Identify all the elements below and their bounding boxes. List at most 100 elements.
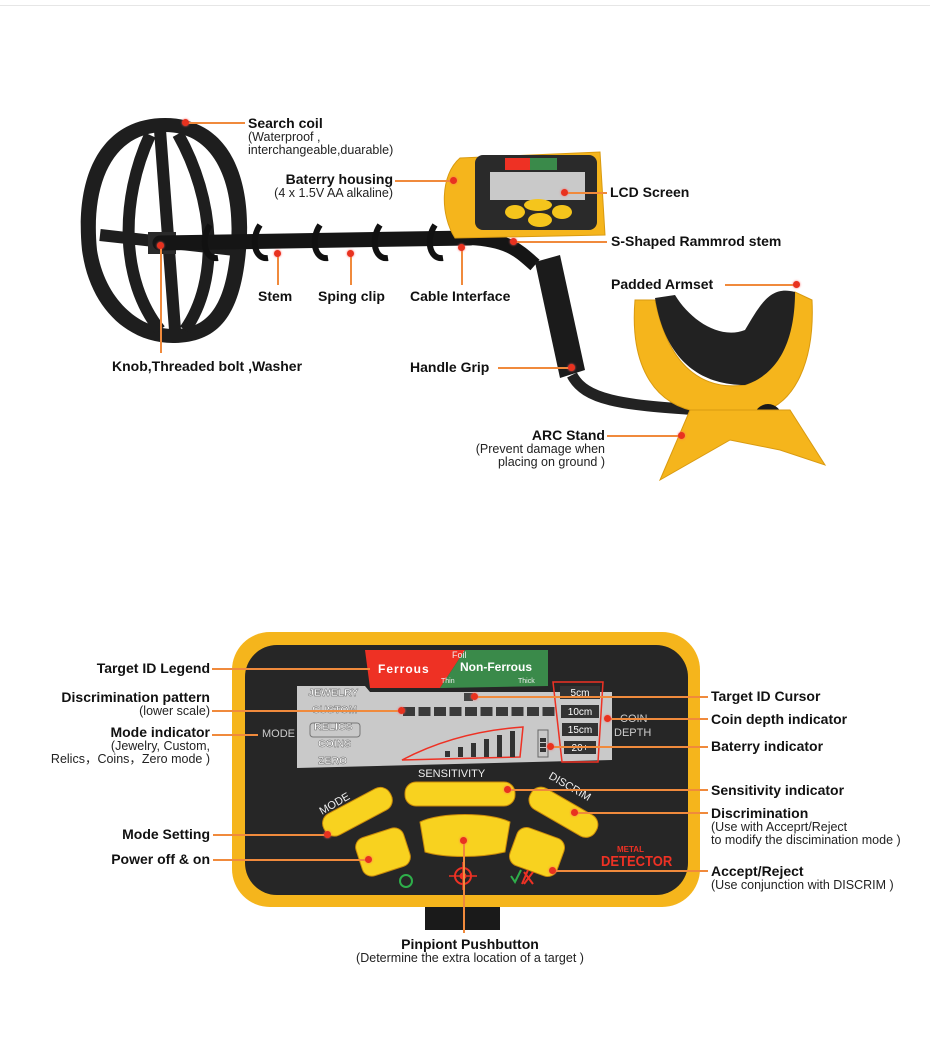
label-discrimination-pattern: Discrimination pattern (lower scale) (61, 690, 210, 718)
mode-jewelry: JEWELRY (308, 687, 358, 699)
label-title: Pinpiont Pushbutton (401, 936, 539, 952)
label-arc-stand: ARC Stand (Prevent damage when placing o… (476, 428, 605, 469)
leader-line (395, 180, 452, 182)
callout-dot (274, 250, 281, 257)
label-note: (lower scale) (139, 704, 210, 718)
callout-dot (504, 786, 511, 793)
leader-line (514, 241, 607, 243)
panel-face (245, 645, 688, 895)
callout-dot (157, 242, 164, 249)
scale-segment (449, 707, 462, 716)
depth-15cm: 15cm (568, 725, 592, 736)
leader-line (575, 812, 708, 814)
mode-indicator-label: MODE (262, 728, 295, 740)
label-title: Discrimination (711, 805, 809, 821)
label-battery-housing: Baterry housing (4 x 1.5V AA alkaline) (274, 172, 393, 200)
legend-foil: Foil (452, 650, 467, 660)
lcd-screen: JEWELRY CUSTOM RELICS COINS ZERO 5cm 10c… (262, 681, 651, 768)
leader-line (212, 710, 400, 712)
callout-dot (568, 364, 575, 371)
leader-line (508, 789, 708, 791)
label-target-id-legend: Target ID Legend (97, 661, 210, 676)
label-title: Accept/Reject (711, 863, 804, 879)
pinpoint-button[interactable] (419, 814, 511, 857)
scale-segment (511, 707, 524, 716)
label-note: placing on ground ) (497, 455, 605, 469)
sensitivity-button[interactable] (404, 781, 516, 807)
label-title: Padded Armset (611, 276, 714, 292)
brand-metal: METAL (617, 845, 644, 854)
label-title: Mode Setting (122, 826, 210, 842)
label-title: Baterry indicator (711, 738, 824, 754)
label-stem: Stem (258, 289, 292, 304)
scale-segment (465, 707, 477, 716)
leader-line (212, 668, 370, 670)
mode-coins: COINS (318, 738, 351, 750)
leader-line (212, 734, 258, 736)
discrimination-scale (403, 707, 555, 716)
label-discrimination: Discrimination (Use with Acceprt/Reject … (711, 806, 901, 847)
metal-detector-illustration (80, 118, 827, 482)
label-title: Handle Grip (410, 359, 490, 375)
mode-zero: ZERO (318, 755, 347, 767)
callout-dot (450, 177, 457, 184)
label-pinpoint: Pinpiont Pushbutton (Determine the extra… (320, 937, 620, 965)
callout-dot (571, 809, 578, 816)
sensitivity-label: SENSITIVITY (418, 768, 486, 780)
label-title: Mode indicator (110, 724, 210, 740)
label-mode-indicator: Mode indicator (Jewelry, Custom, Relics，… (51, 725, 210, 766)
leader-line (551, 746, 708, 748)
depth-label: DEPTH (614, 727, 651, 739)
leader-line (461, 247, 463, 285)
leader-line (185, 122, 245, 124)
label-note: (Jewelry, Custom, (110, 739, 210, 753)
callout-dot (561, 189, 568, 196)
stem-shaft (152, 223, 540, 271)
label-rammrod-stem: S-Shaped Rammrod stem (611, 234, 781, 249)
label-mode-setting: Mode Setting (122, 827, 210, 842)
power-button[interactable] (353, 825, 413, 878)
label-note: to modify the discimination mode ) (711, 833, 901, 847)
label-target-id-cursor: Target ID Cursor (711, 689, 820, 704)
depth-20plus: 20+ (572, 743, 589, 754)
leader-line (565, 192, 607, 194)
label-knob: Knob,Threaded bolt ,Washer (112, 359, 302, 374)
label-sensitivity-indicator: Sensitivity indicator (711, 783, 844, 798)
leader-line (213, 859, 367, 861)
target-id-legend: Ferrous Foil Non-Ferrous Thin Thick (365, 650, 548, 688)
divider (0, 5, 930, 6)
callout-dot (347, 250, 354, 257)
label-title: Discrimination pattern (61, 689, 210, 705)
callout-dot (324, 831, 331, 838)
scale-segment (480, 707, 493, 716)
label-note: (Use conjunction with DISCRIM ) (711, 878, 894, 892)
callout-dot (458, 244, 465, 251)
label-note: (Waterproof , (248, 130, 321, 144)
leader-line (350, 253, 352, 285)
legend-ferrous: Ferrous (378, 662, 430, 676)
label-padded-armset: Padded Armset (611, 277, 713, 292)
leader-line (607, 435, 680, 437)
label-note: Relics，Coins，Zero mode ) (50, 752, 210, 766)
label-battery-indicator: Baterry indicator (711, 739, 823, 754)
power-icon (399, 874, 413, 888)
leader-line (475, 696, 708, 698)
leader-line (498, 367, 570, 369)
control-box (443, 151, 606, 239)
callout-dot (793, 281, 800, 288)
sensitivity-segment (445, 751, 450, 757)
sensitivity-bar (401, 726, 524, 761)
scale-segment (542, 707, 555, 716)
sensitivity-segment (471, 743, 476, 757)
coin-depth-scale: 5cm 10cm 15cm 20+ (552, 681, 604, 763)
legend-non-ferrous: Non-Ferrous (460, 660, 532, 674)
sensitivity-segments (445, 731, 515, 757)
label-coin-depth-indicator: Coin depth indicator (711, 712, 847, 727)
scale-segment (527, 707, 539, 716)
scale-segment (496, 707, 508, 716)
scale-segment (434, 707, 446, 716)
accept-reject-icon (510, 869, 534, 885)
sensitivity-segment (458, 747, 463, 757)
brand-detector: DETECTOR (601, 853, 672, 869)
